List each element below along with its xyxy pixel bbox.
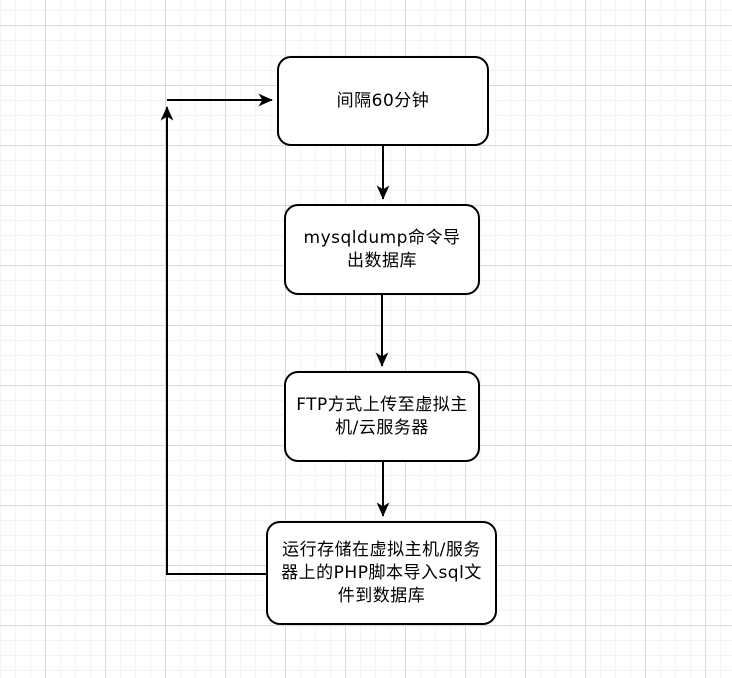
flow-node-interval-60min[interactable]: 间隔60分钟	[277, 56, 489, 146]
flow-node-mysqldump-export[interactable]: mysqldump命令导出数据库	[284, 204, 480, 295]
flow-node-label: 间隔60分钟	[336, 90, 430, 111]
flow-node-label: 运行存储在虚拟主机/服务器上的PHP脚本导入sql文件到数据库	[281, 539, 482, 606]
flow-node-label: FTP方式上传至虚拟主机/云服务器	[296, 394, 468, 438]
flow-node-php-import[interactable]: 运行存储在虚拟主机/服务器上的PHP脚本导入sql文件到数据库	[266, 521, 497, 625]
flow-node-label: mysqldump命令导出数据库	[303, 227, 461, 271]
flow-node-ftp-upload[interactable]: FTP方式上传至虚拟主机/云服务器	[284, 371, 480, 462]
connector-loop-back-vertical[interactable]	[160, 106, 266, 575]
